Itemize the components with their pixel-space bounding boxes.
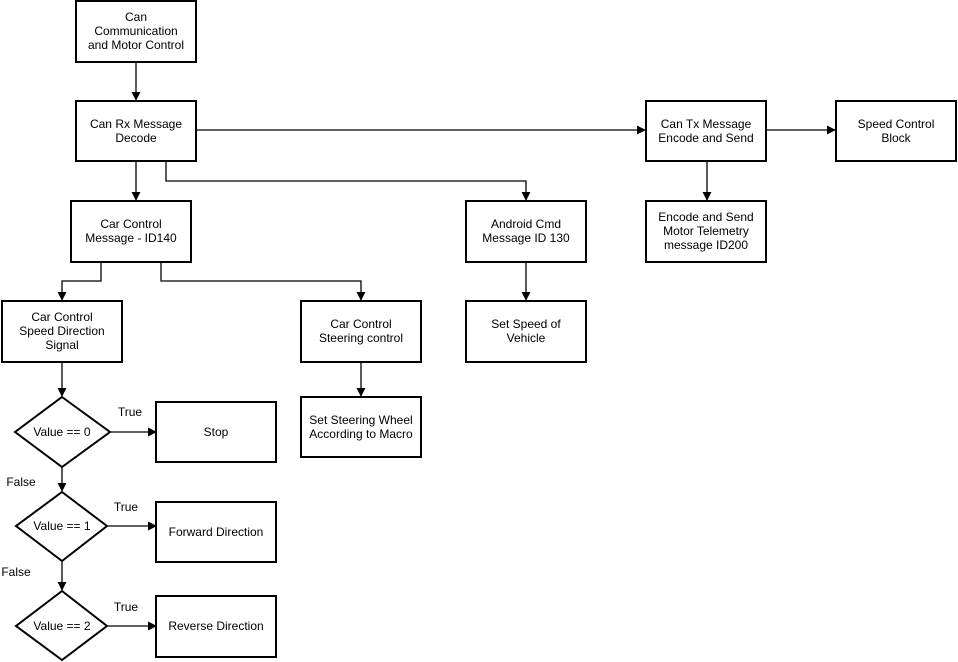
node-label: Forward Direction bbox=[169, 525, 264, 539]
node-label-line: Set Steering Wheel bbox=[309, 413, 412, 427]
edge-label-false-0: False bbox=[6, 475, 36, 489]
node-label: Value == 0 bbox=[33, 425, 90, 439]
node-label: Reverse Direction bbox=[168, 619, 263, 633]
node-label-line: Value == 2 bbox=[33, 619, 90, 633]
node-label-line: Can bbox=[125, 10, 147, 24]
node-label-line: Message - ID140 bbox=[85, 231, 177, 245]
node-label-line: Encode and Send bbox=[658, 131, 753, 145]
node-label-line: Message ID 130 bbox=[482, 231, 570, 245]
node-label-line: Motor Telemetry bbox=[663, 224, 749, 238]
arrow-car-control-to-speed-dir bbox=[57, 262, 102, 301]
node-label-line: Reverse Direction bbox=[168, 619, 263, 633]
node-label-line: Steering control bbox=[319, 331, 403, 345]
node-decision-value-2: Value == 2 bbox=[14, 589, 109, 662]
node-label-line: Can Tx Message bbox=[661, 117, 752, 131]
node-decision-value-0: Value == 0 bbox=[13, 395, 112, 469]
node-label-line: Encode and Send bbox=[658, 210, 753, 224]
connectors bbox=[57, 62, 836, 631]
node-label-line: Car Control bbox=[31, 310, 92, 324]
node-label-line: Forward Direction bbox=[169, 525, 264, 539]
edge-label-true-0: True bbox=[118, 405, 143, 419]
node-label-line: Value == 1 bbox=[33, 519, 90, 533]
node-label-line: Car Control bbox=[330, 317, 391, 331]
node-label-line: and Motor Control bbox=[88, 38, 184, 52]
node-label-line: Vehicle bbox=[507, 331, 546, 345]
node-decision-value-1: Value == 1 bbox=[14, 490, 109, 563]
node-label-line: Android Cmd bbox=[491, 217, 561, 231]
node-label-line: Block bbox=[881, 131, 911, 145]
node-stop: Stop bbox=[155, 401, 277, 463]
node-label-line: Speed Direction bbox=[19, 324, 104, 338]
node-label: Stop bbox=[204, 425, 229, 439]
node-label-line: Value == 0 bbox=[33, 425, 90, 439]
node-label-line: Signal bbox=[45, 338, 78, 352]
node-label-line: Speed Control bbox=[858, 117, 935, 131]
node-label-line: According to Macro bbox=[309, 427, 413, 441]
arrow-car-control-to-steering bbox=[160, 262, 366, 301]
edge-label-false-1: False bbox=[1, 565, 31, 579]
node-label-line: Stop bbox=[204, 425, 229, 439]
edge-label-true-1: True bbox=[114, 500, 139, 514]
node-label-line: Car Control bbox=[100, 217, 161, 231]
edge-label-true-2: True bbox=[114, 600, 139, 614]
node-label-line: Set Speed of bbox=[491, 317, 561, 331]
node-label-line: message ID200 bbox=[664, 238, 748, 252]
arrow-rx-to-android bbox=[165, 161, 531, 201]
node-forward-direction: Forward Direction bbox=[155, 501, 277, 563]
edge-labels: True False True False True bbox=[1, 405, 142, 614]
node-label-line: Decode bbox=[115, 131, 157, 145]
node-label: Value == 1 bbox=[33, 519, 90, 533]
node-reverse-direction: Reverse Direction bbox=[155, 595, 277, 658]
node-label-line: Communication bbox=[94, 24, 177, 38]
node-label-line: Can Rx Message bbox=[90, 117, 182, 131]
node-label: Value == 2 bbox=[33, 619, 90, 633]
